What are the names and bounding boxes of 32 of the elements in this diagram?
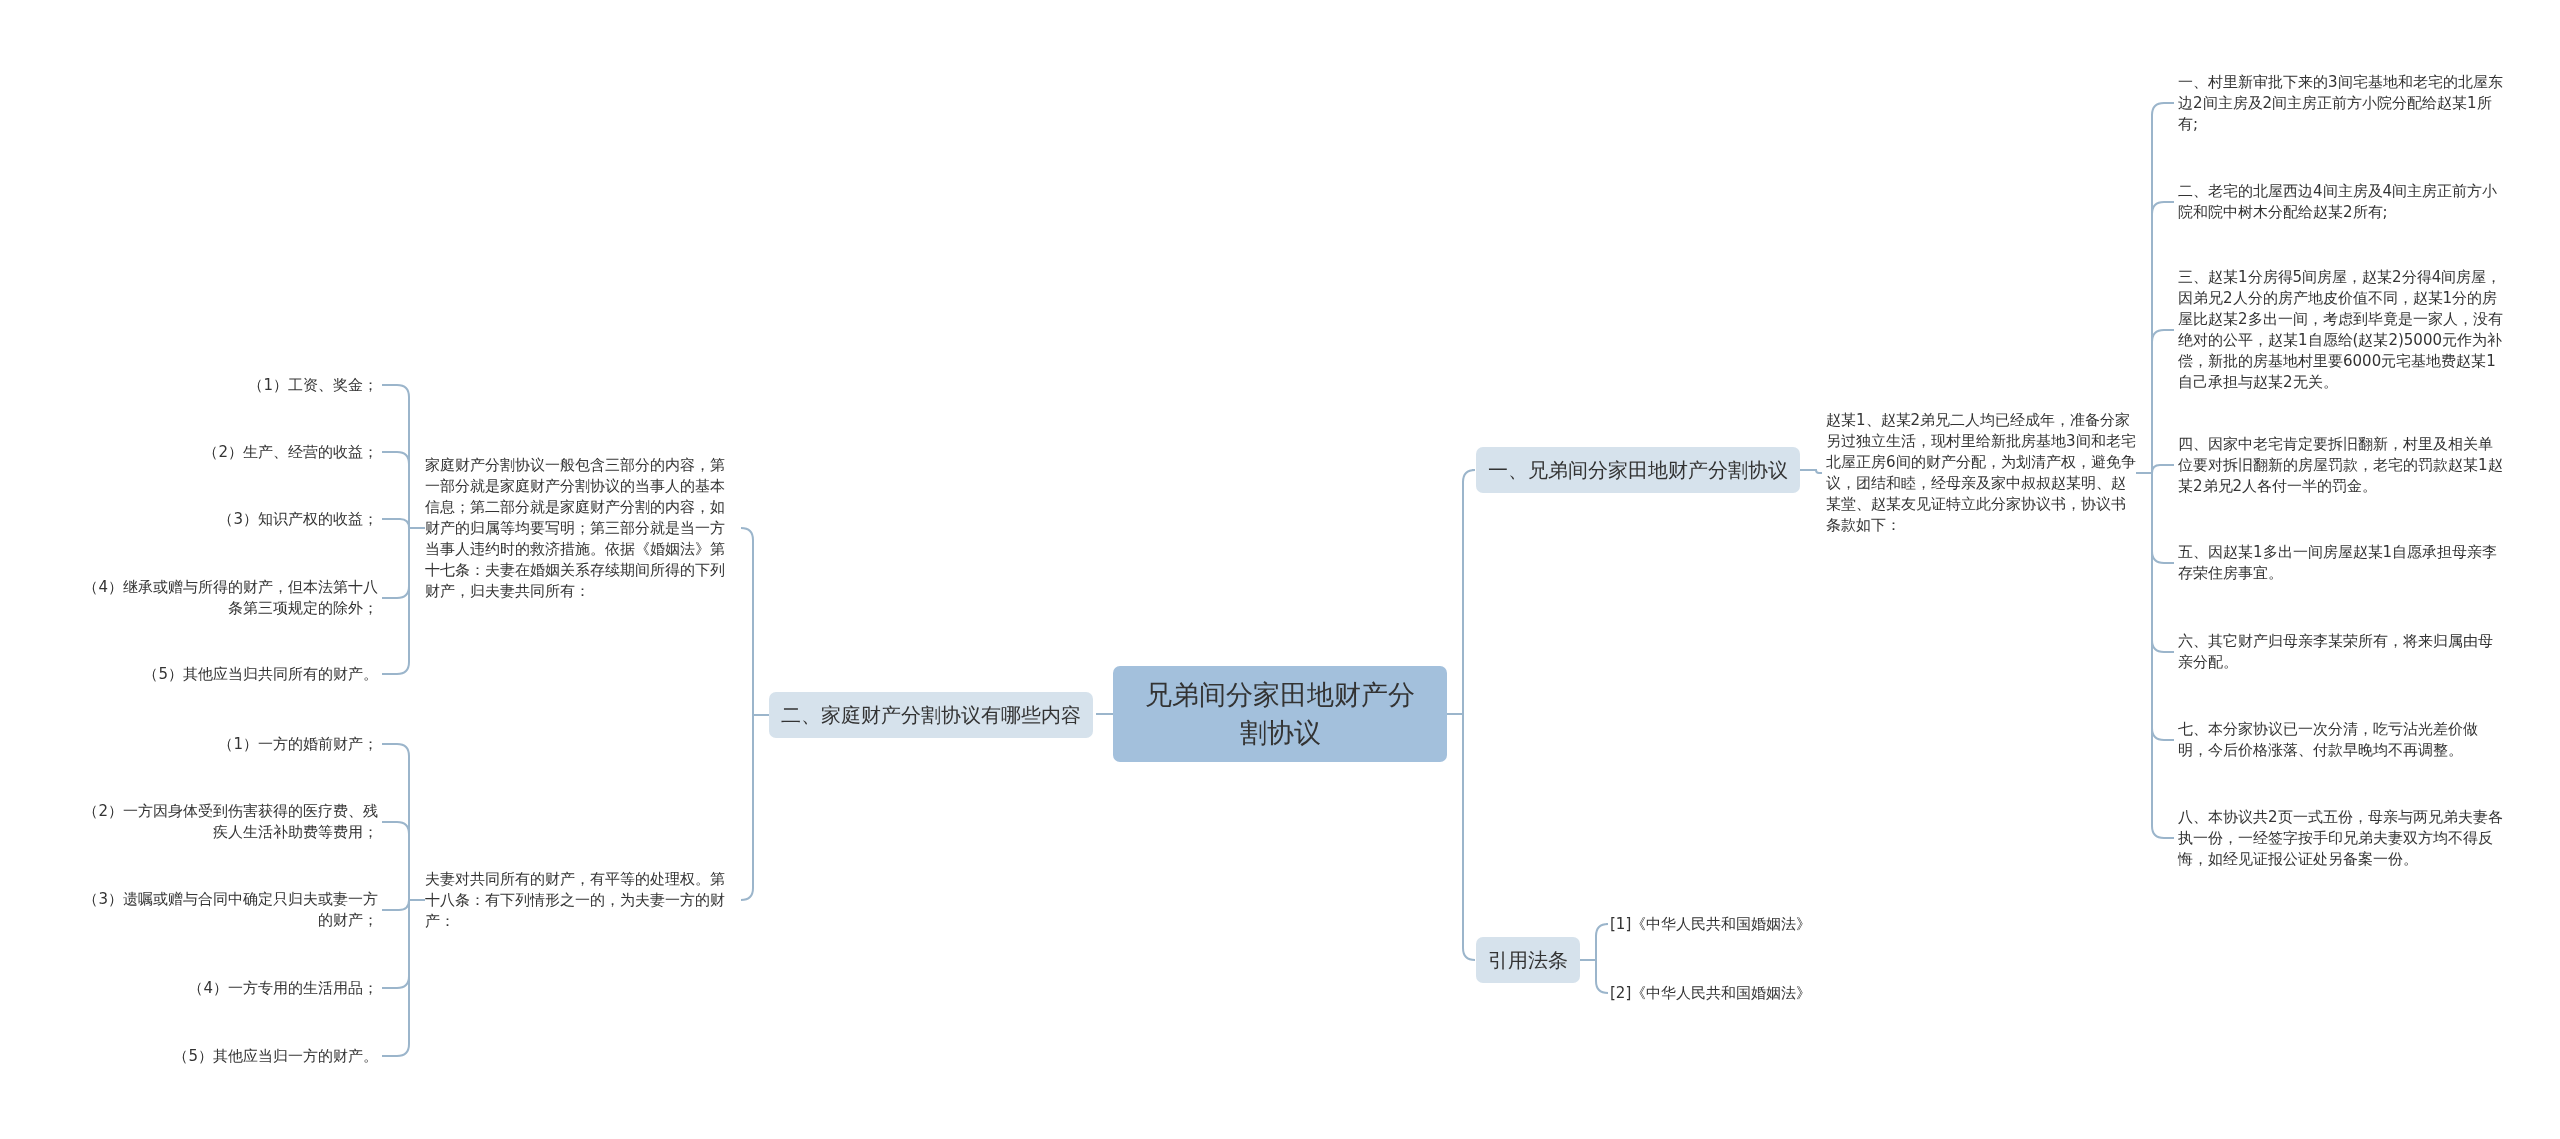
note-text: 四、因家中老宅肯定要拆旧翻新，村里及相关单位要对拆旧翻新的房屋罚款，老宅的罚款赵某1赵某2弟兄2人各付一半的罚金。 <box>2178 433 2503 497</box>
note-text: 夫妻对共同所有的财产，有平等的处理权。第十八条：有下列情形之一的，为夫妻一方的财产： <box>425 868 737 932</box>
note-text: 家庭财产分割协议一般包含三部分的内容，第一部分就是家庭财产分割协议的当事人的基本信息；第二部分就是家庭财产分割的内容，如财产的归属等均要写明；第三部分就是当一方当事人违约时的救济措施。依据《婚姻法》第十七条：夫妻在婚姻关系存续期间所得的下列财产，归夫妻共同所有： <box>425 454 737 602</box>
note-text: （1）一方的婚前财产； <box>73 733 378 755</box>
note-text: 五、因赵某1多出一间房屋赵某1自愿承担母亲李存荣住房事宜。 <box>2178 542 2503 584</box>
note-text: （1）工资、奖金； <box>73 374 378 396</box>
note-text: [2]《中华人民共和国婚姻法》 <box>1610 982 1812 1004</box>
note-text: （4）继承或赠与所得的财产，但本法第十八条第三项规定的除外； <box>73 577 378 619</box>
connector-line <box>1799 469 1823 474</box>
topic-box: 一、兄弟间分家田地财产分割协议 <box>1476 447 1800 493</box>
topic-box: 二、家庭财产分割协议有哪些内容 <box>769 692 1093 738</box>
note-text: 八、本协议共2页一式五份，母亲与两兄弟夫妻各执一份，一经签字按手印兄弟夫妻双方均不得反悔，如经见证报公证处另备案一份。 <box>2178 806 2503 870</box>
note-text: 六、其它财产归母亲李某荣所有，将来归属由母亲分配。 <box>2178 631 2503 673</box>
note-text: （5）其他应当归共同所有的财产。 <box>73 663 378 685</box>
note-text: 赵某1、赵某2弟兄二人均已经成年，准备分家另过独立生活，现村里给新批房基地3间和老宅北屋正房6间的财产分配，为划清产权，避免争议，团结和睦，经母亲及家中叔叔赵某明、赵某堂、赵某友见证特立此分家协议书，协议书条款如下： <box>1826 410 2136 536</box>
note-text: （3）知识产权的收益； <box>73 508 378 530</box>
connector-line <box>1096 713 1114 716</box>
note-text: （4）一方专用的生活用品； <box>73 977 378 999</box>
note-text: （5）其他应当归一方的财产。 <box>73 1045 378 1067</box>
connector-line <box>1446 713 1476 961</box>
note-text: 一、村里新审批下来的3间宅基地和老宅的北屋东边2间主房及2间主房正前方小院分配给赵某1所有; <box>2178 71 2503 135</box>
note-text: [1]《中华人民共和国婚姻法》 <box>1610 913 1812 935</box>
connector-line <box>1579 959 1609 994</box>
note-text: 七、本分家协议已一次分清，吃亏沾光差价做明，今后价格涨落、付款早晚均不再调整。 <box>2178 719 2503 761</box>
connector-line <box>740 714 770 901</box>
topic-box: 引用法条 <box>1476 937 1580 983</box>
note-text: 二、老宅的北屋西边4间主房及4间主房正前方小院和院中树木分配给赵某2所有; <box>2178 181 2503 223</box>
note-text: 三、赵某1分房得5间房屋，赵某2分得4间房屋，因弟兄2人分的房产地皮价值不同，赵某1分的房屋比赵某2多出一间，考虑到毕竟是一家人，没有绝对的公平，赵某1自愿给(赵某2)5000元作为补偿，新批的房基地村里要6000元宅基地费赵某1自己承担与赵某2无关。 <box>2178 267 2503 393</box>
note-text: （2）一方因身体受到伤害获得的医疗费、残疾人生活补助费等费用； <box>73 801 378 843</box>
note-text: （3）遗嘱或赠与合同中确定只归夫或妻一方的财产； <box>73 889 378 931</box>
root-topic-box: 兄弟间分家田地财产分割协议 <box>1113 666 1447 762</box>
note-text: （2）生产、经营的收益； <box>73 441 378 463</box>
